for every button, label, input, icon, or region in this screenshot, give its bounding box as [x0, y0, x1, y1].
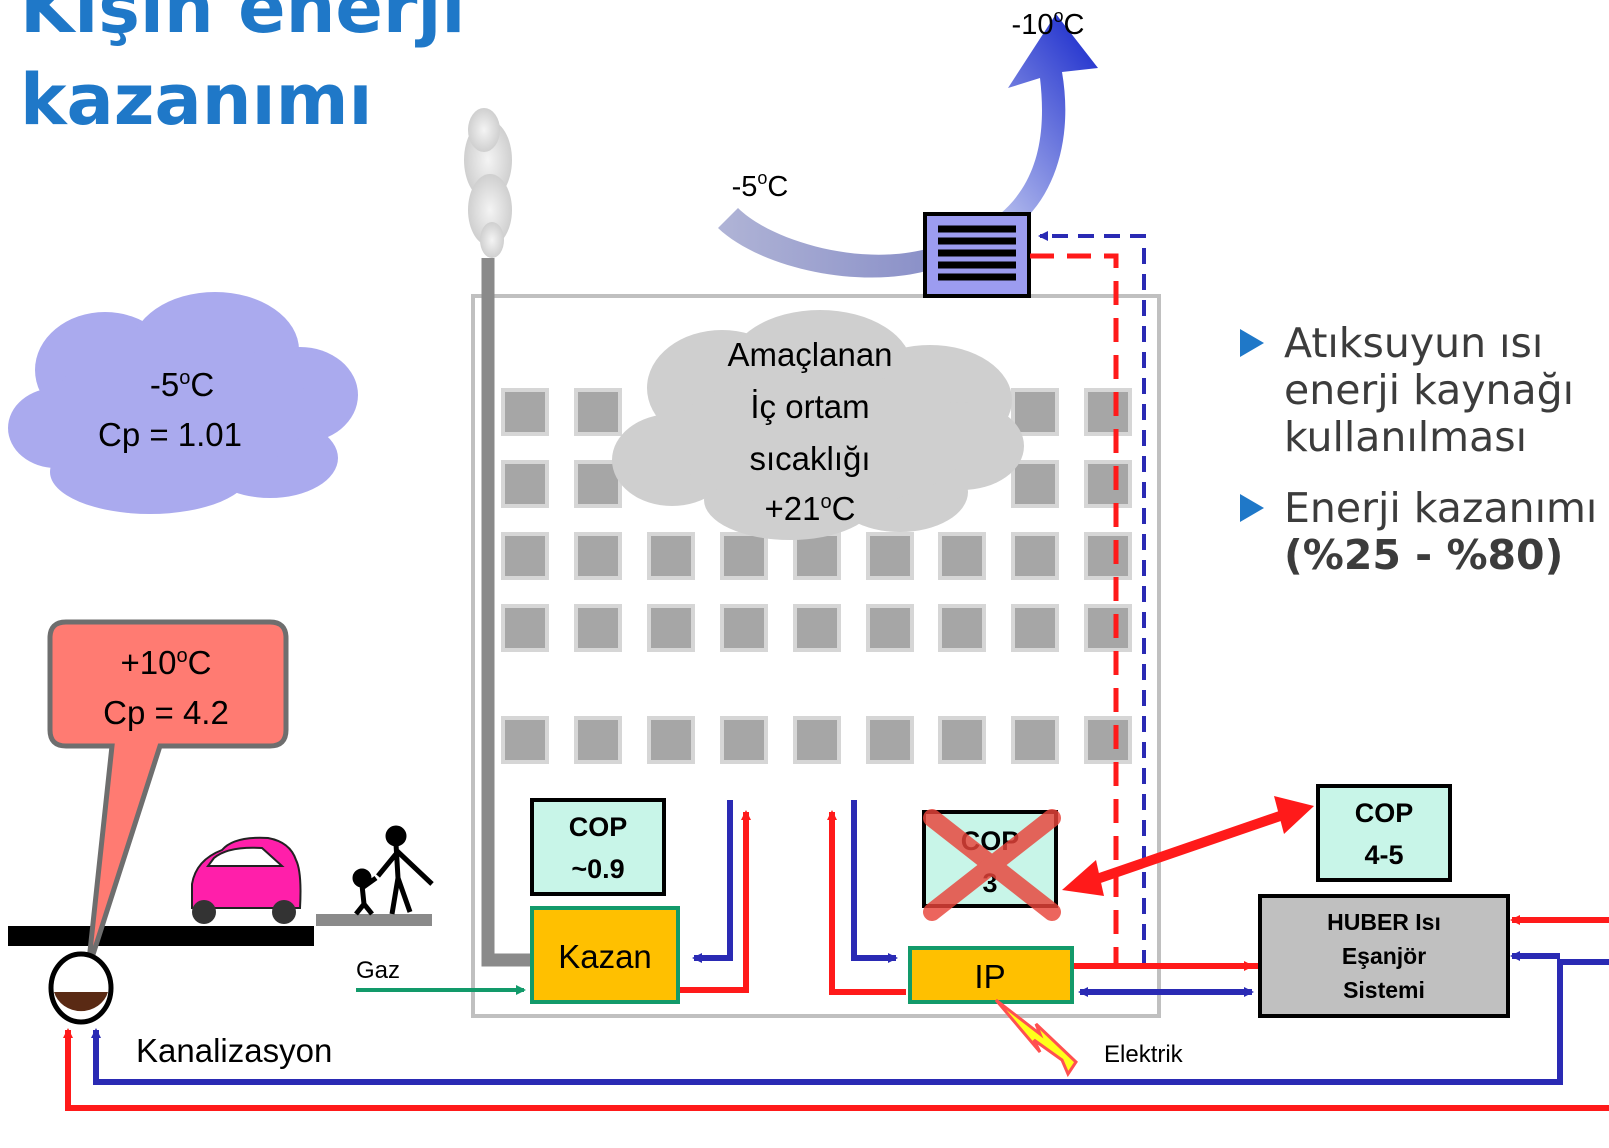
sewer-return-red [63, 1028, 1609, 1111]
bullet2-line1: Enerji kazanımı [1284, 484, 1598, 532]
huber-l1: HUBER Isı [1327, 909, 1441, 935]
bullet1-line3: kullanılması [1284, 413, 1527, 461]
bullet-item: Atıksuyun ısı enerji kaynağı kullanılmas… [1240, 320, 1609, 461]
huber-l2: Eşanjör [1342, 943, 1426, 969]
exhaust-arrow [1000, 14, 1098, 226]
pedestrians-icon [352, 825, 434, 916]
ip-supply-line [827, 810, 906, 995]
cloud-cp: Cp = 1.01 [98, 416, 242, 453]
refrigerant-line-hot [1030, 253, 1119, 966]
sewer-return-blue [91, 959, 1609, 1085]
car-icon [191, 836, 302, 924]
bullet-triangle-icon [1240, 329, 1264, 357]
electric-label: Elektrik [1104, 1041, 1184, 1068]
outdoor-unit [923, 212, 1031, 298]
title-line2: kazanımı [20, 59, 373, 141]
ip-return-line [851, 800, 898, 963]
heat-pump-label: IP [974, 958, 1005, 995]
boiler-box [530, 906, 680, 1004]
huber-exchanger-box [1258, 894, 1510, 1018]
electricity-bolt-icon [994, 998, 1078, 1078]
cop-huber-l1: COP [1355, 798, 1414, 828]
cop-boiler-box [530, 798, 666, 896]
target-cloud [612, 310, 1024, 540]
cross-out-icon [923, 809, 1061, 921]
boiler-label: Kazan [558, 938, 652, 975]
cop-huber-l2: 4-5 [1364, 840, 1403, 870]
kazan-supply-line [680, 810, 751, 993]
outdoor-air-cloud [8, 292, 358, 514]
heat-pump-box [908, 946, 1074, 1004]
bullet1-line1: Atıksuyun ısı [1284, 319, 1544, 367]
bullet2-bold: (%25 - %80) [1284, 531, 1564, 579]
target-temp: +21oC [765, 490, 856, 527]
kazan-return-line [692, 800, 733, 963]
gas-label: Gaz [356, 957, 400, 984]
cop-huber-box [1316, 784, 1452, 882]
bullet-item: Enerji kazanımı (%25 - %80) [1240, 485, 1609, 579]
chimney-pipe [481, 258, 532, 967]
page-title: Kışın enerji kazanımı [20, 0, 465, 146]
sewer-label: Kanalizasyon [136, 1032, 332, 1069]
intake-arrow [718, 208, 930, 278]
bullet1-line2: enerji kaynağı [1284, 366, 1575, 414]
chimney-smoke [464, 108, 512, 258]
sewer-pipe-icon [48, 951, 114, 1025]
sidewalk [316, 914, 432, 926]
comparison-double-arrow [1062, 796, 1314, 896]
cop-boiler-l2: ~0.9 [571, 854, 624, 884]
intake-temp-label: -5oC [732, 168, 789, 203]
refrigerant-line-cold [1038, 231, 1146, 966]
exhaust-temp-label: -10oC [1012, 6, 1085, 41]
cloud-temp: -5oC [150, 366, 214, 403]
building-windows [501, 388, 1132, 764]
bullet-list: Atıksuyun ısı enerji kaynağı kullanılmas… [1240, 320, 1609, 603]
huber-l3: Sistemi [1343, 977, 1425, 1003]
sewer-cp: Cp = 4.2 [103, 694, 229, 731]
title-line1: Kışın enerji [20, 0, 466, 49]
bullet-triangle-icon [1240, 494, 1264, 522]
target-line2: İç ortam [750, 388, 869, 425]
street-road [8, 926, 314, 946]
target-line1: Amaçlanan [727, 336, 892, 373]
cop-boiler-l1: COP [569, 812, 628, 842]
target-line3: sıcaklığı [749, 440, 870, 477]
sewer-temp: +10oC [121, 644, 212, 681]
